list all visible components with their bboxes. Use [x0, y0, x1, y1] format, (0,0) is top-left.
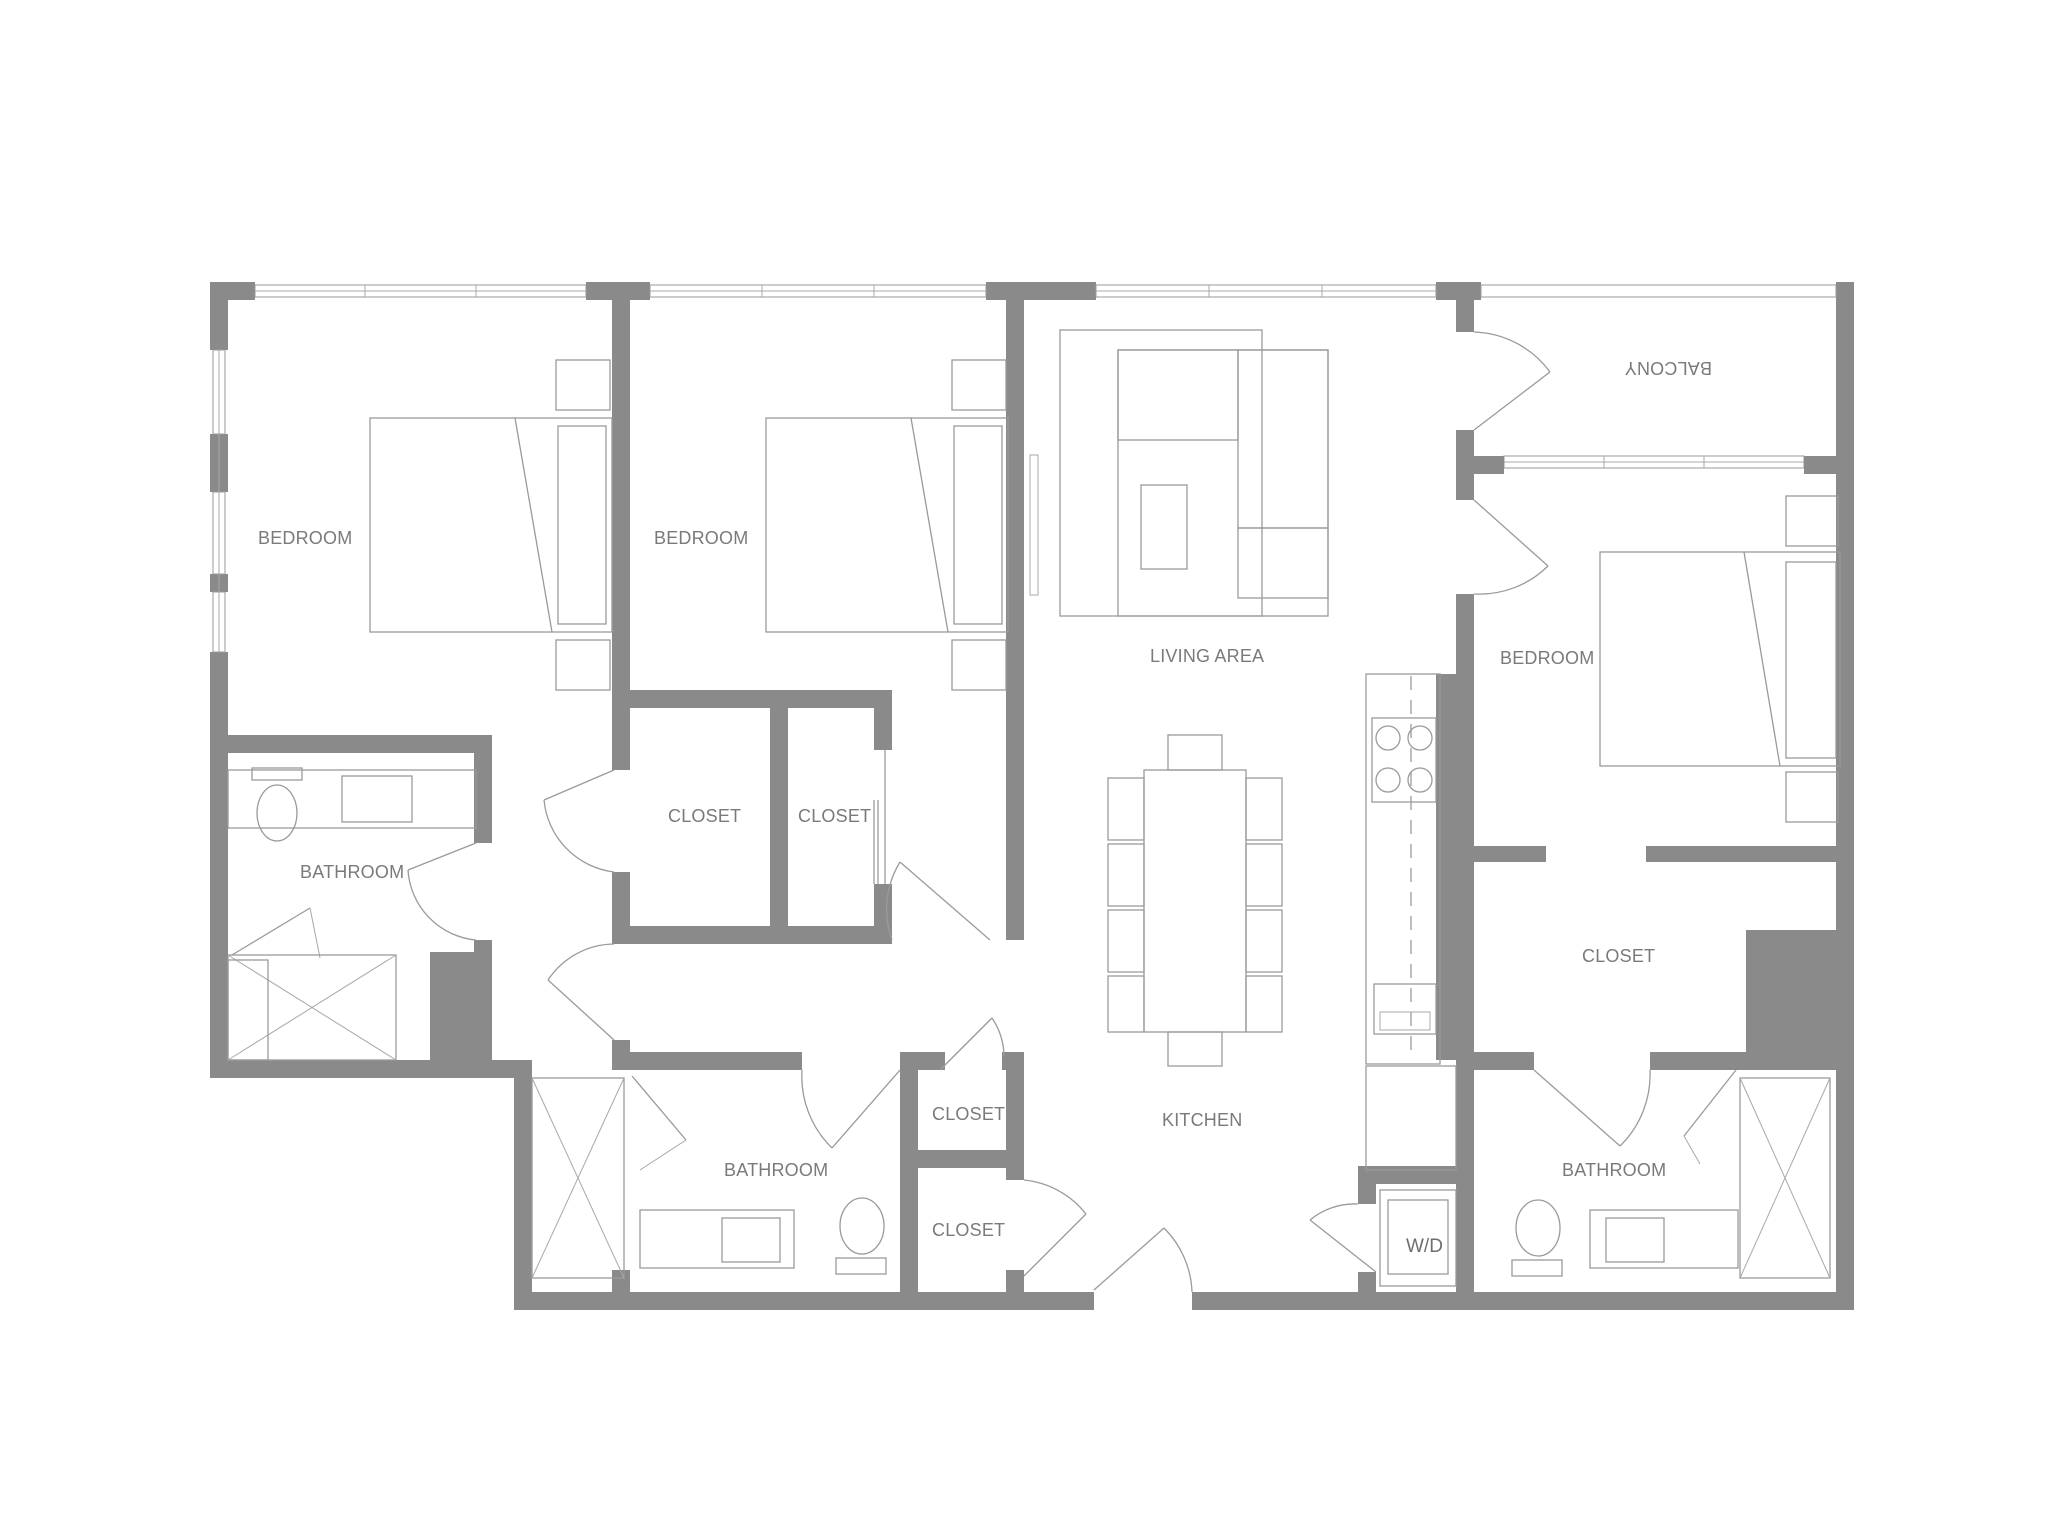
- closet-1-label: CLOSET: [668, 806, 741, 826]
- interior-walls: [210, 282, 1854, 1310]
- furniture: [227, 329, 1841, 1287]
- washer-dryer-label: W/D: [1406, 1236, 1443, 1257]
- bedroom-3-label: BEDROOM: [1500, 648, 1594, 668]
- room-labels: BEDROOM BEDROOM BEDROOM BATHROOM BATHROO…: [258, 358, 1712, 1257]
- bedroom-1-label: BEDROOM: [258, 528, 352, 548]
- closet-5-label: CLOSET: [932, 1220, 1005, 1240]
- bathroom-1-label: BATHROOM: [300, 862, 404, 882]
- bathroom-2-label: BATHROOM: [724, 1160, 828, 1180]
- closet-4-label: CLOSET: [932, 1104, 1005, 1124]
- windows: [212, 284, 1837, 653]
- balcony-label: BALCONY: [1625, 358, 1712, 378]
- doors: [231, 331, 1737, 1293]
- exterior-walls: [210, 282, 1854, 1310]
- closet-3-label: CLOSET: [1582, 946, 1655, 966]
- kitchen-label: KITCHEN: [1162, 1110, 1242, 1130]
- closet-2-label: CLOSET: [798, 806, 871, 826]
- bathroom-3-label: BATHROOM: [1562, 1160, 1666, 1180]
- living-area-label: LIVING AREA: [1150, 646, 1264, 666]
- bedroom-2-label: BEDROOM: [654, 528, 748, 548]
